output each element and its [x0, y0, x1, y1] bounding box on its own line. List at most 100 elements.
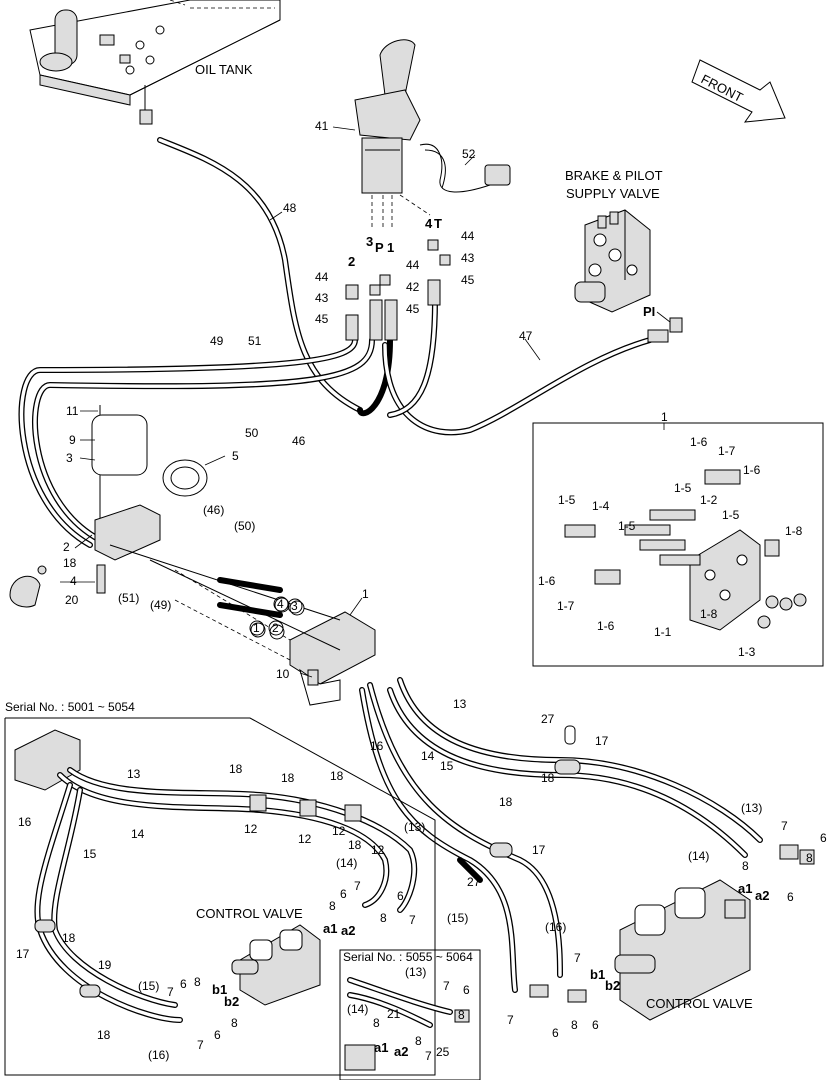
callout: 16 [18, 815, 32, 829]
callout: (13) [741, 801, 762, 815]
callout: (14) [347, 1002, 368, 1016]
port-label: PI [643, 304, 655, 319]
callout: 1-6 [743, 463, 761, 477]
callout: 1-6 [597, 619, 615, 633]
callout: 47 [519, 329, 533, 343]
pilot-hoses [18, 137, 683, 548]
callout: 9 [69, 433, 76, 447]
callout: 13 [453, 697, 467, 711]
port-label: b1 [212, 982, 227, 997]
callout: 7 [443, 979, 450, 993]
callout: 27 [467, 875, 481, 889]
port-label: a2 [755, 888, 769, 903]
port-label: a1 [738, 881, 752, 896]
callout: 50 [245, 426, 259, 440]
callout: 6 [180, 977, 187, 991]
callout: 8 [373, 1016, 380, 1030]
right-control-valve [529, 844, 815, 1021]
callout: 7 [167, 985, 174, 999]
serial-box-a [4, 717, 436, 1076]
callout: 13 [127, 767, 141, 781]
callout: 8 [742, 859, 749, 873]
callout: 12 [371, 843, 385, 857]
callout: 44 [461, 229, 475, 243]
callout: (15) [138, 979, 159, 993]
port-label: 2 [348, 254, 355, 269]
callout: 8 [380, 911, 387, 925]
callout: 45 [315, 312, 329, 326]
callout: 1-1 [654, 625, 672, 639]
callout: 43 [461, 251, 475, 265]
callout: 44 [406, 258, 420, 272]
callout: 1-7 [718, 444, 736, 458]
port-label: 4 [425, 216, 433, 231]
port-label: T [434, 216, 442, 231]
callout: 18 [62, 931, 76, 945]
callout: 3 [66, 451, 73, 465]
callout: (14) [688, 849, 709, 863]
right-hoses [359, 677, 763, 993]
callout: 12 [244, 822, 258, 836]
port-label: a1 [323, 921, 337, 936]
brake-pilot-supply-valve [574, 209, 651, 313]
port-label: a2 [394, 1044, 408, 1059]
callout: 8 [458, 1008, 465, 1022]
callout: 1-5 [558, 493, 576, 507]
manifold-block [109, 544, 376, 706]
callout: 19 [98, 958, 112, 972]
callout: 1-5 [722, 508, 740, 522]
circled-number-4: 4 [277, 597, 284, 611]
callout: 52 [462, 147, 476, 161]
bracket-assembly [9, 405, 208, 608]
port-label: b2 [224, 994, 239, 1009]
callout: 11 [66, 404, 79, 418]
callout: 18 [348, 838, 362, 852]
callout: 6 [592, 1018, 599, 1032]
callout: (15) [447, 911, 468, 925]
callout: 8 [231, 1016, 238, 1030]
serial-b-label: Serial No. : 5055 ~ 5064 [343, 950, 473, 964]
callout: 1-5 [674, 481, 692, 495]
callout: 48 [283, 201, 297, 215]
callout: 18 [97, 1028, 111, 1042]
callout: 18 [499, 795, 513, 809]
callout: 2 [63, 540, 70, 554]
callout: 45 [461, 273, 475, 287]
brake-valve-label-2: SUPPLY VALVE [566, 186, 660, 201]
callout: 18 [330, 769, 344, 783]
callout: 7 [781, 819, 788, 833]
callout: 4 [70, 574, 77, 588]
control-valve-right-label: CONTROL VALVE [646, 996, 753, 1011]
oil-tank [29, 0, 281, 125]
callout: 20 [65, 593, 79, 607]
callout: 8 [571, 1018, 578, 1032]
callout: 6 [463, 983, 470, 997]
labels: OIL TANK FRONT BRAKE & PILOT SUPPLY VALV… [5, 62, 827, 1063]
control-valve-left-label: CONTROL VALVE [196, 906, 303, 921]
callout: 7 [425, 1049, 432, 1063]
callout: 1-8 [785, 524, 803, 538]
callout: 15 [440, 759, 454, 773]
port-label: 3 [366, 234, 373, 249]
callout: 1-6 [538, 574, 556, 588]
callout: 45 [406, 302, 420, 316]
callout: 49 [210, 334, 224, 348]
callout: 14 [131, 827, 145, 841]
callout: 7 [197, 1038, 204, 1052]
callout: 6 [787, 890, 794, 904]
callout: (51) [118, 591, 139, 605]
callout: 1-2 [700, 493, 718, 507]
callout: 44 [315, 270, 329, 284]
callout: 18 [281, 771, 295, 785]
callout: 21 [387, 1007, 401, 1021]
callout: 12 [298, 832, 312, 846]
callout: (16) [148, 1048, 169, 1062]
callout: 8 [329, 899, 336, 913]
callout: (46) [203, 503, 224, 517]
callout: (14) [336, 856, 357, 870]
callout: 27 [541, 712, 555, 726]
callout: 41 [315, 119, 329, 133]
joystick [354, 39, 511, 230]
serial-a-label: Serial No. : 5001 ~ 5054 [5, 700, 135, 714]
